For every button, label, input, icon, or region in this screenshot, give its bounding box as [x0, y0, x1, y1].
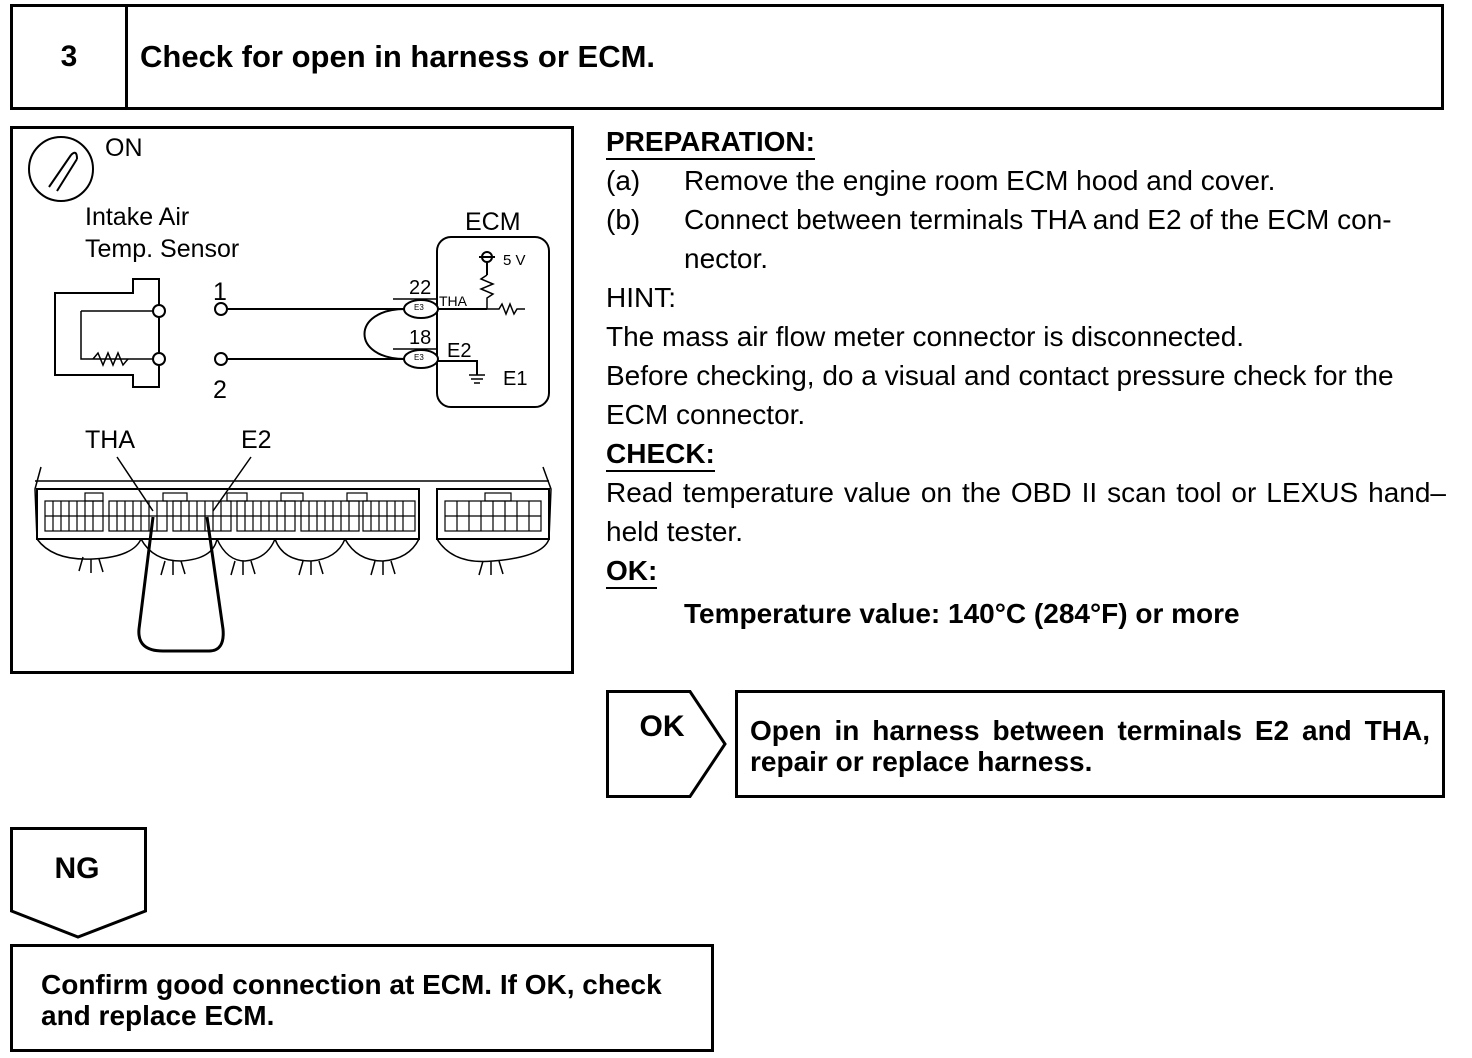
- prep-item-a: (a) Remove the engine room ECM hood and …: [606, 161, 1446, 200]
- ecm-box: [436, 236, 550, 408]
- e2-small-label: E2: [447, 340, 472, 362]
- prep-b-text: Connect between terminals THA and E2 of …: [684, 204, 1392, 274]
- tha-label: THA: [85, 426, 135, 454]
- step-number: 3: [13, 7, 128, 107]
- ok-heading: OK:: [606, 554, 658, 589]
- terminal-18-label: 18: [409, 327, 432, 349]
- sensor-connector: [54, 278, 160, 388]
- ng-result-box: Confirm good connection at ECM. If OK, c…: [10, 944, 714, 1052]
- ok-arrow-shape: [606, 690, 727, 798]
- check-heading: CHECK:: [606, 437, 715, 472]
- ecm-label: ECM: [465, 208, 521, 236]
- jumper-wire-lower: [137, 516, 225, 653]
- ok-result-box: Open in harness between terminals E2 and…: [735, 690, 1445, 798]
- sensor-label-line2: Temp. Sensor: [85, 235, 240, 263]
- terminal-22-label: 22: [409, 277, 432, 299]
- prep-a-text: Remove the engine room ECM hood and cove…: [684, 165, 1276, 196]
- prep-item-b: (b) Connect between terminals THA and E2…: [606, 200, 1446, 278]
- wiring-diagram-drawing: [28, 136, 552, 653]
- ignition-key-icon: [28, 136, 94, 202]
- tha-small-label: THA: [439, 293, 467, 309]
- sensor-label-line1: Intake Air: [85, 203, 190, 231]
- step-header: 3 Check for open in harness or ECM.: [10, 4, 1444, 110]
- prep-b-letter: (b): [606, 204, 641, 235]
- ok-spec: Temperature value: 140°C (284°F) or more: [684, 598, 1240, 629]
- ecm-connector-illustration: [34, 456, 552, 653]
- pin-1-label: 1: [213, 278, 227, 306]
- e1-label: E1: [503, 368, 528, 390]
- connector-code-2: E3: [414, 353, 424, 362]
- e2-label: E2: [241, 426, 272, 454]
- prep-a-letter: (a): [606, 165, 641, 196]
- check-text: Read temperature value on the OBD II sca…: [606, 477, 1446, 547]
- preparation-heading: PREPARATION:: [606, 125, 815, 160]
- hint-line-1: The mass air flow meter connector is dis…: [606, 321, 1245, 352]
- jumper-wire: [363, 308, 406, 360]
- voltage-label: 5 V: [503, 252, 526, 269]
- ok-label: OK: [639, 710, 685, 743]
- pin-2-label: 2: [213, 376, 227, 404]
- hint-heading: HINT:: [606, 282, 676, 313]
- step-title: Check for open in harness or ECM.: [140, 39, 656, 74]
- wiring-diagram: ON Intake Air Temp. Sensor ECM 5 V 1 2 2…: [10, 126, 574, 674]
- hint-line-2: Before checking, do a visual and contact…: [606, 360, 1394, 430]
- ignition-on-label: ON: [105, 134, 143, 162]
- connector-code-1: E3: [414, 303, 424, 312]
- sensor-resistor: [92, 351, 129, 367]
- ng-arrow-shape: [10, 827, 147, 939]
- instructions: PREPARATION: (a) Remove the engine room …: [606, 122, 1446, 633]
- ng-label: NG: [54, 852, 100, 885]
